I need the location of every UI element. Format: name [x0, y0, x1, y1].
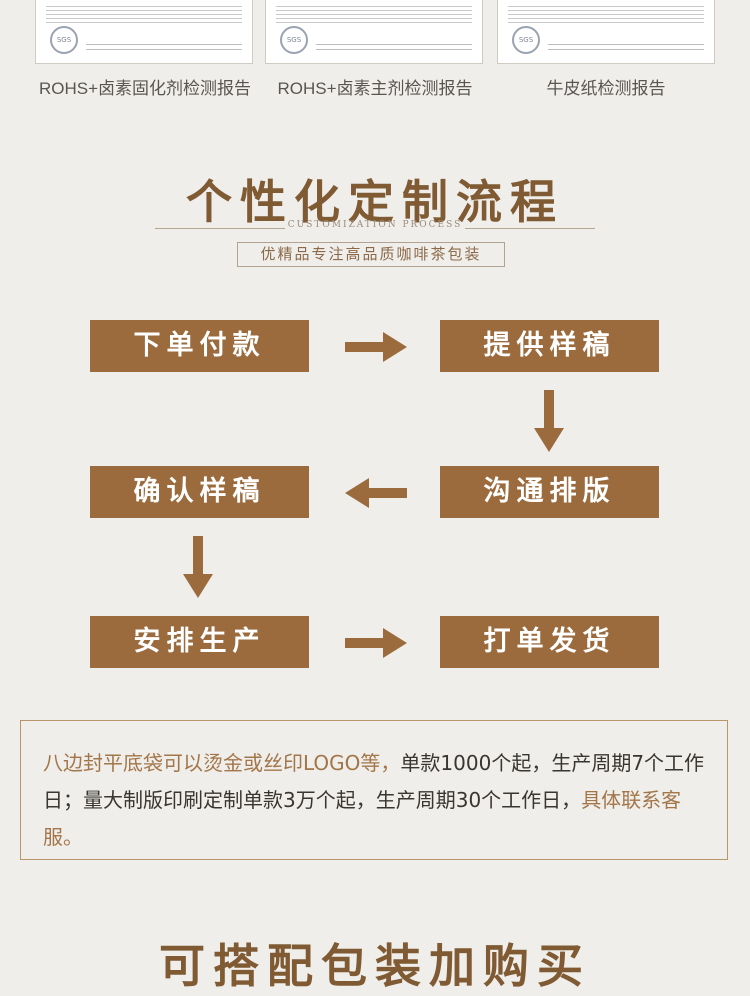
section-subtitle: CUSTOMIZATION PROCESS [287, 220, 463, 230]
step-confirm-draft: 确认样稿 [90, 466, 309, 518]
certificate-image-1: SGS [35, 0, 253, 64]
arrow-down-icon [534, 390, 564, 452]
note-body: 单款1000个起，生产周期7个工作日；量大制版印刷定制单款3万个起，生产周期30… [43, 751, 705, 812]
divider-right [465, 228, 595, 229]
sgs-seal-icon: SGS [50, 26, 78, 54]
arrow-left-icon [345, 478, 407, 508]
step-ship-order: 打单发货 [440, 616, 659, 668]
note-highlight-2: 具体联系客服。 [43, 788, 682, 849]
customization-note: 八边封平底袋可以烫金或丝印LOGO等，单款1000个起，生产周期7个工作日；量大… [20, 720, 728, 860]
section-tagline: 优精品专注高品质咖啡茶包装 [237, 242, 505, 267]
section-title: 个性化定制流程 [186, 175, 564, 229]
step-layout-discussion: 沟通排版 [440, 466, 659, 518]
arrow-right-icon [345, 332, 407, 362]
arrow-right-icon [345, 628, 407, 658]
step-order-payment: 下单付款 [90, 320, 309, 372]
sgs-seal-icon: SGS [512, 26, 540, 54]
certificate-image-2: SGS [265, 0, 483, 64]
certificate-label-2: ROHS+卤素主剂检测报告 [277, 79, 473, 98]
certificate-label-3: 牛皮纸检测报告 [546, 79, 666, 98]
note-highlight-1: 八边封平底袋可以烫金或丝印LOGO等， [43, 751, 401, 775]
sgs-seal-icon: SGS [280, 26, 308, 54]
certificate-label-1: ROHS+卤素固化剂检测报告 [38, 79, 252, 98]
divider-left [155, 228, 285, 229]
next-section-title: 可搭配包装加购买 [159, 939, 591, 993]
step-arrange-production: 安排生产 [90, 616, 309, 668]
arrow-down-icon [183, 536, 213, 598]
certificate-image-3: SGS [497, 0, 715, 64]
step-provide-draft: 提供样稿 [440, 320, 659, 372]
